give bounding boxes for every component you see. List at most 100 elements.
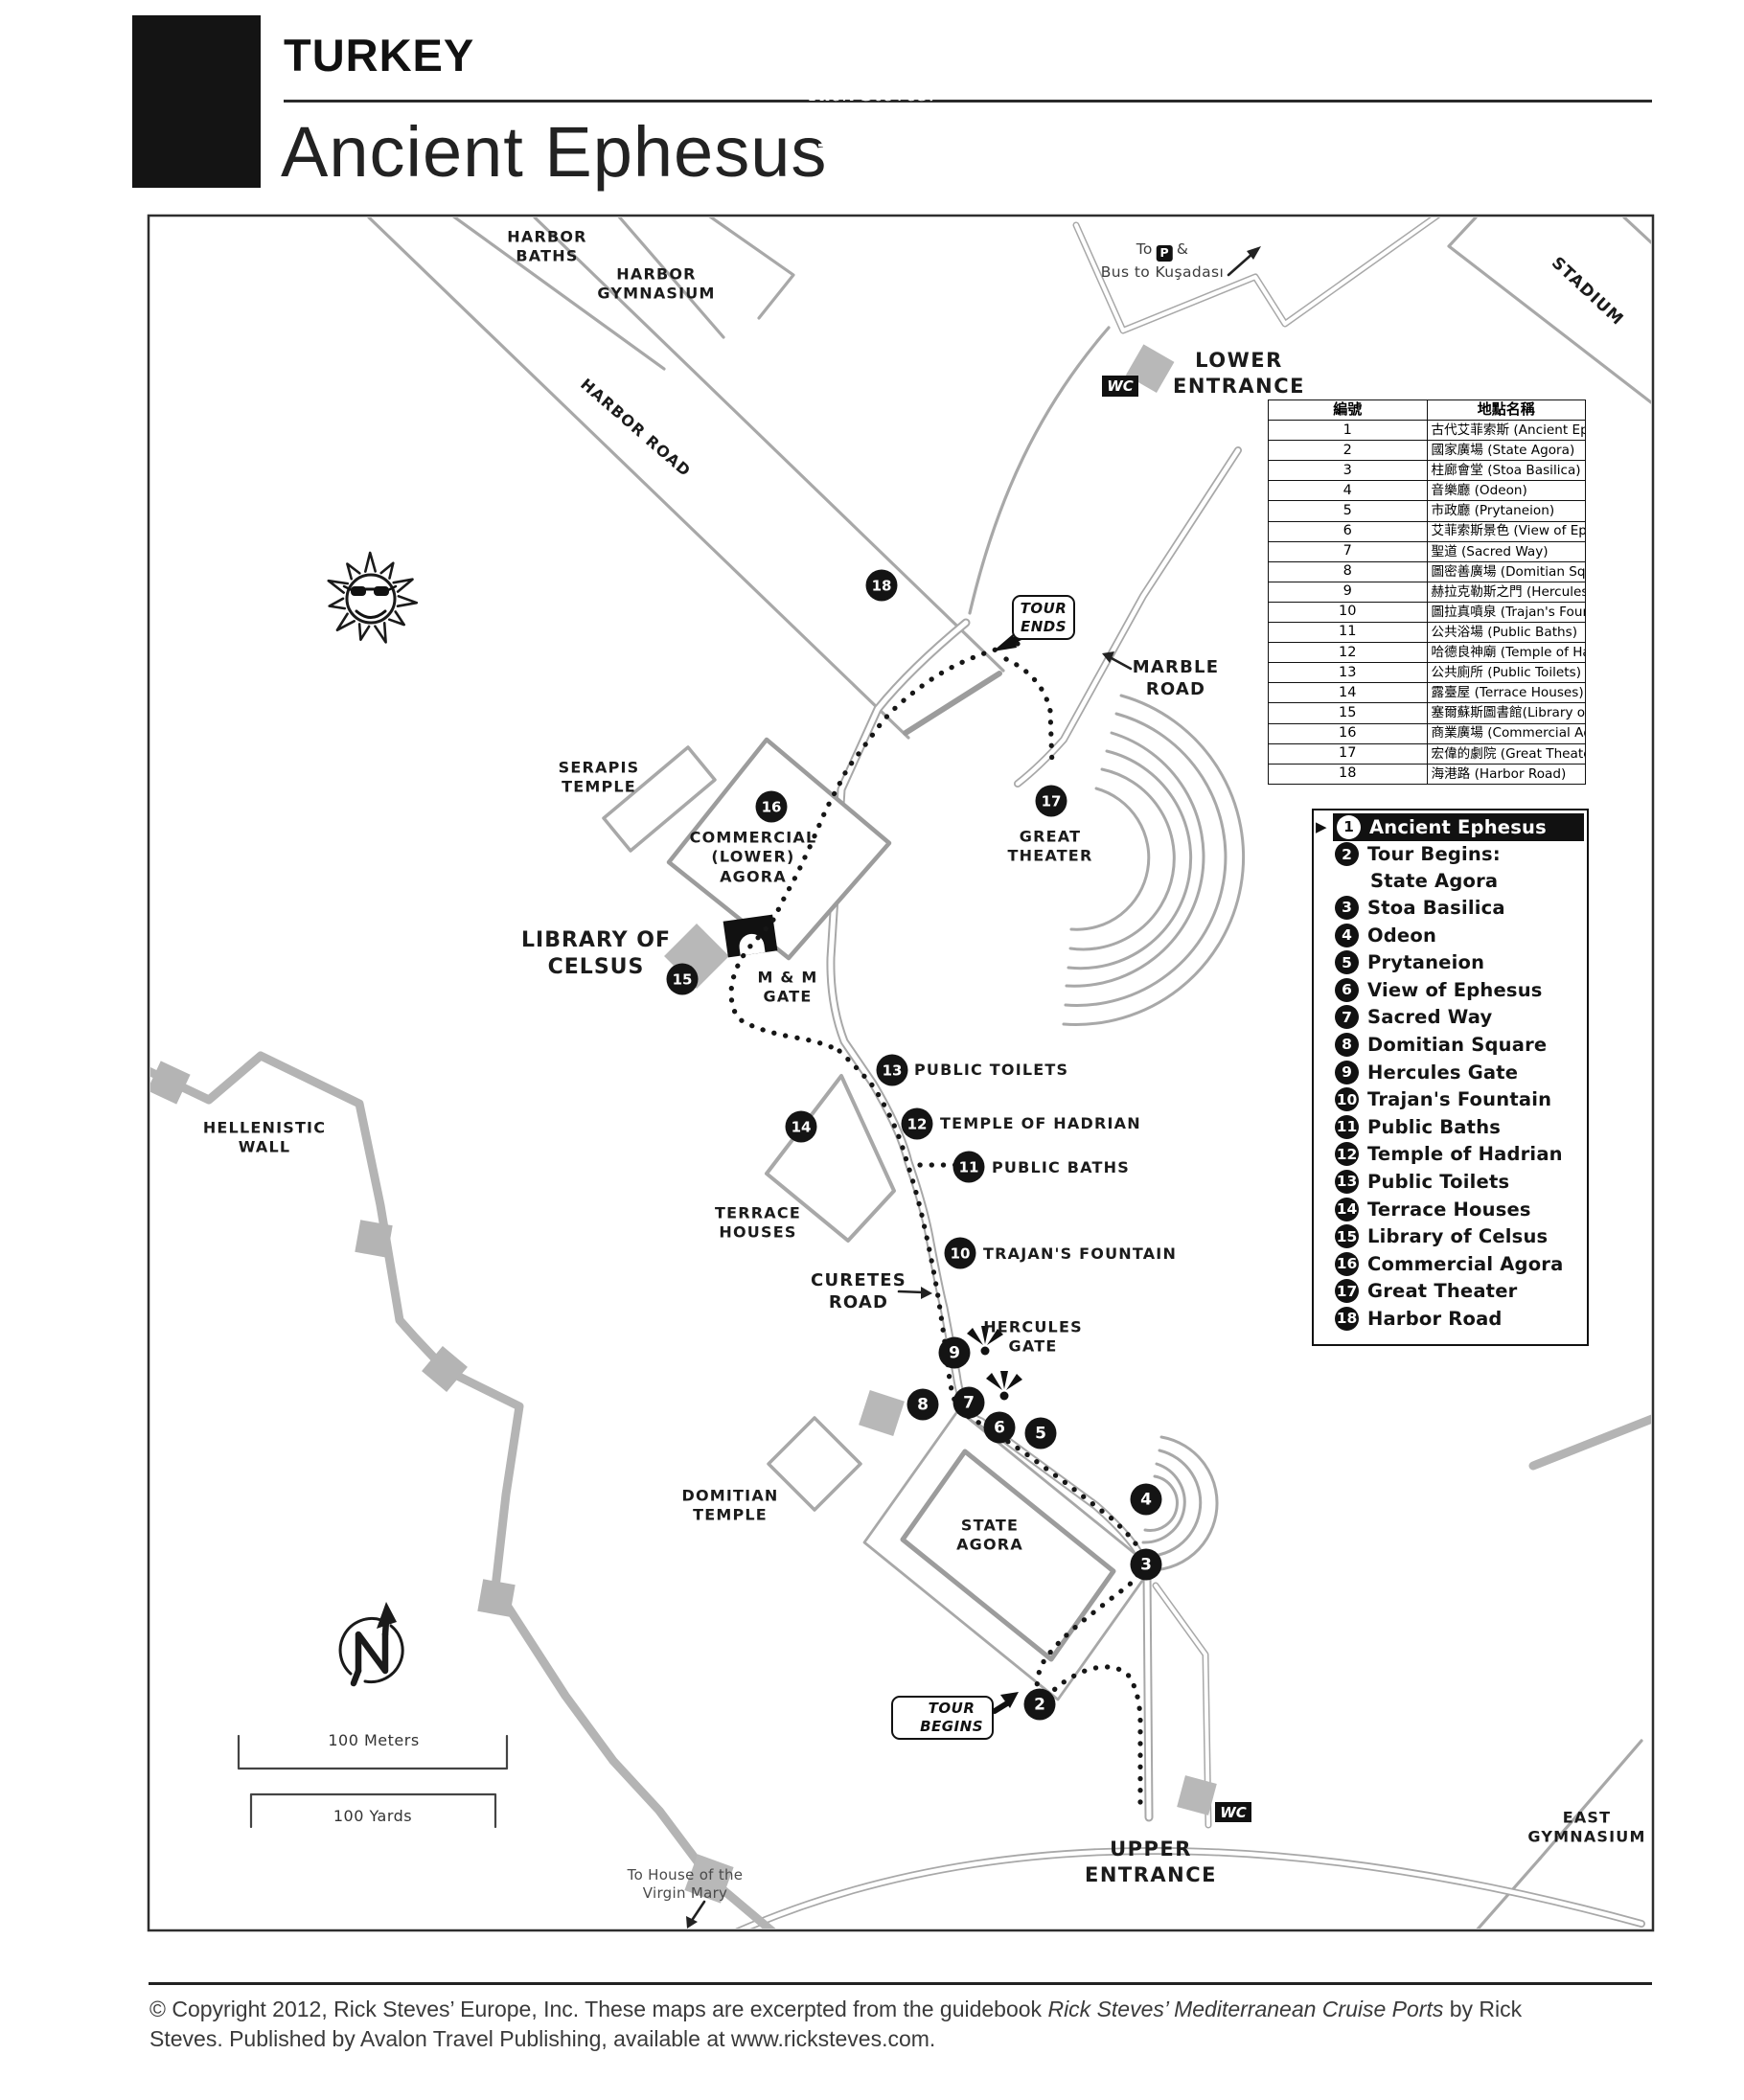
table-cell-number: 1 <box>1268 420 1428 442</box>
legend-item-label: Prytaneion <box>1367 951 1485 974</box>
table-cell-number: 8 <box>1268 560 1428 582</box>
label-harbor-baths: HARBOR BATHS <box>507 227 587 265</box>
table-cell-number: 18 <box>1268 763 1428 785</box>
parking-icon: P <box>1156 244 1173 262</box>
table-cell-name: 露臺屋 (Terrace Houses) <box>1426 682 1586 704</box>
legend-item-label: Terrace Houses <box>1367 1198 1531 1221</box>
copyright-text: © Copyright 2012, Rick Steves’ Europe, I… <box>149 1995 1650 2055</box>
legend-number-badge: 4 <box>1335 923 1359 947</box>
table-cell-number: 7 <box>1268 540 1428 562</box>
label-m-and-m-gate: M & M GATE <box>757 968 818 1006</box>
state-agora-outline <box>900 1449 1116 1662</box>
copyright-line1-pre: © Copyright 2012, Rick Steves’ Europe, I… <box>149 1997 1048 2021</box>
label-serapis-temple: SERAPIS TEMPLE <box>558 758 640 796</box>
label-state-agora: STATE AGORA <box>956 1516 1023 1554</box>
to-parking-line2: Bus to Kuşadası <box>1100 262 1225 281</box>
logo-audio-text: AUDIO <box>814 107 930 137</box>
table-cell-name: 艾菲索斯景色 (View of Ephesus) <box>1426 520 1586 542</box>
terrace-houses-outline <box>765 1074 896 1243</box>
legend-number-badge: 13 <box>1335 1169 1359 1194</box>
label-commercial-lower-agora: COMMERCIAL (LOWER) AGORA <box>689 828 817 886</box>
sun-icon <box>327 551 419 644</box>
streets <box>367 217 1651 1929</box>
hellenistic-wall-line <box>150 1051 776 1929</box>
legend-number-badge: 18 <box>1335 1306 1359 1331</box>
serapis-temple-outline <box>602 745 717 853</box>
label-temple-of-hadrian: TEMPLE OF HADRIAN <box>940 1113 1141 1132</box>
table-cell-name: 塞爾蘇斯圖書館(Library of Celsus) <box>1426 702 1586 724</box>
table-cell-name: 市政廳 (Prytaneion) <box>1426 500 1586 522</box>
table-cell-name: 公共廁所 (Public Toilets) <box>1426 662 1586 684</box>
scale-bars <box>237 1734 509 1829</box>
map-arrows <box>686 246 1261 1929</box>
label-scale-meters: 100 Meters <box>328 1730 420 1749</box>
region-title: TURKEY <box>284 30 475 80</box>
active-item-arrow-icon: ▶ <box>1316 818 1327 836</box>
table-cell-number: 13 <box>1268 662 1428 684</box>
map-marker-18: 18 <box>865 569 898 602</box>
legend-item-label: Stoa Basilica <box>1367 896 1505 919</box>
sunglasses-icon <box>351 586 389 596</box>
legend-item-harbor-road: 18 Harbor Road <box>1314 1305 1587 1333</box>
map-marker-2: 2 <box>1023 1688 1056 1721</box>
legend-number-badge: 15 <box>1335 1224 1359 1249</box>
map-marker-15: 15 <box>666 963 699 995</box>
table-cell-number: 5 <box>1268 500 1428 522</box>
legend-number-badge: 10 <box>1335 1087 1359 1112</box>
mm-gate-icon <box>723 914 778 958</box>
map-marker-6: 6 <box>983 1411 1016 1444</box>
legend-number-badge: 16 <box>1335 1251 1359 1276</box>
map-marker-10: 10 <box>944 1237 976 1269</box>
table-cell-number: 14 <box>1268 682 1428 704</box>
table-cell-number: 3 <box>1268 460 1428 482</box>
hercules-columns-icon <box>967 1326 1022 1401</box>
table-header-name: 地點名稱 <box>1426 399 1586 422</box>
to-parking-pre: To <box>1136 240 1153 258</box>
label-to-house-of-virgin-mary: To House of the Virgin Mary <box>627 1865 744 1902</box>
legend-item-label: Tour Begins: <box>1367 843 1501 866</box>
legend-number-badge: 1 <box>1337 814 1361 839</box>
legend-number-badge: 6 <box>1335 977 1359 1002</box>
label-harbor-gymnasium: HARBOR GYMNASIUM <box>597 264 716 303</box>
table-cell-name: 古代艾菲索斯 (Ancient Ephesus) <box>1426 420 1586 442</box>
map-marker-13: 13 <box>876 1054 908 1086</box>
table-cell-name: 公共浴場 (Public Baths) <box>1426 622 1586 644</box>
table-cell-name: 聖道 (Sacred Way) <box>1426 540 1586 562</box>
table-cell-name: 海港路 (Harbor Road) <box>1426 763 1586 785</box>
legend-item-label: Harbor Road <box>1367 1307 1503 1330</box>
legend-number-badge: 8 <box>1335 1032 1359 1057</box>
label-east-gymnasium: EAST GYMNASIUM <box>1527 1808 1646 1846</box>
table-cell-name: 柱廊會堂 (Stoa Basilica) <box>1426 460 1586 482</box>
map-marker-7: 7 <box>952 1386 985 1419</box>
table-cell-name: 哈德良神廟 (Temple of Hadrian) <box>1426 642 1586 664</box>
map-marker-16: 16 <box>755 790 788 823</box>
label-upper-entrance: UPPER ENTRANCE <box>1085 1838 1217 1886</box>
map-marker-12: 12 <box>901 1107 933 1140</box>
map-marker-8: 8 <box>906 1388 939 1421</box>
buildings <box>602 737 1154 1701</box>
wc-sign-upper-entrance: WC <box>1215 1802 1251 1822</box>
legend-number-badge: 11 <box>1335 1114 1359 1139</box>
label-marble-road: MARBLE ROAD <box>1132 656 1220 699</box>
wc-sign-lower-entrance: WC <box>1102 376 1138 397</box>
map-marker-4: 4 <box>1130 1483 1162 1516</box>
wall-towers <box>150 1061 516 1617</box>
map-marker-5: 5 <box>1024 1417 1057 1449</box>
